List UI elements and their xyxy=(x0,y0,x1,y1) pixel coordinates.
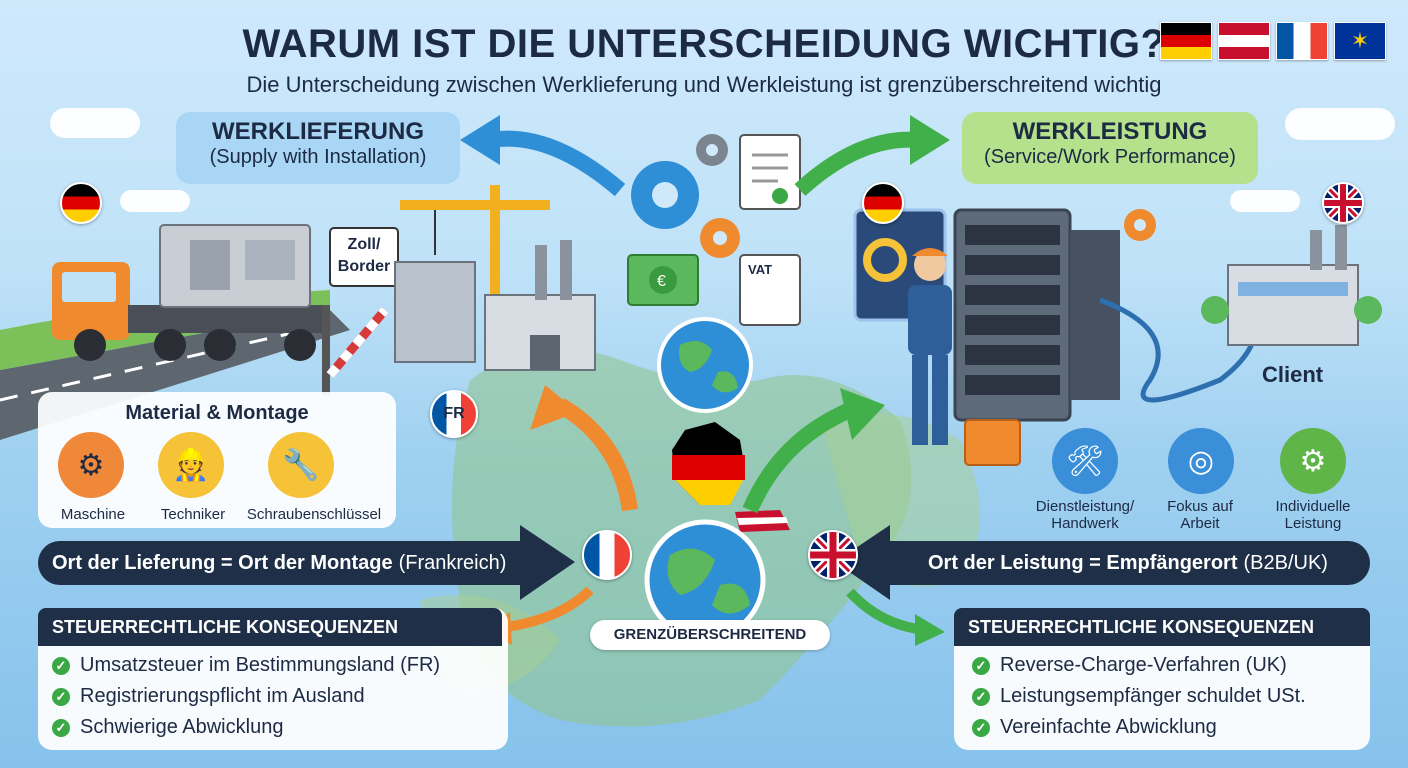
uk-circle-flag-icon xyxy=(1322,182,1364,224)
check-icon: ✓ xyxy=(52,656,70,675)
left-consequence-item: ✓ Umsatzsteuer im Bestimmungsland (FR) xyxy=(52,654,440,677)
fr-badge-label: FR xyxy=(443,405,465,422)
werklieferung-box: WERKLIEFERUNG (Supply with Installation) xyxy=(176,112,460,184)
ort-der-leistung-bar: Ort der Leistung = Empfängerort (B2B/UK) xyxy=(890,541,1370,585)
left-consequences-title: STEUERRECHTLICHE KONSEQUENZEN xyxy=(38,608,502,646)
right-consequence-item: ✓ Vereinfachte Abwicklung xyxy=(972,716,1217,739)
check-icon: ✓ xyxy=(52,687,70,706)
check-icon: ✓ xyxy=(972,718,990,737)
icon-label-maschine: Maschine xyxy=(60,506,126,523)
icon-label-individuelle: Individuelle Leistung xyxy=(1275,498,1351,532)
target-icon: ◎ xyxy=(1168,428,1234,494)
check-icon: ✓ xyxy=(972,656,990,675)
icon-label-schraubenschluessel: Schraubenschlüssel xyxy=(246,506,382,523)
icon-label-techniker: Techniker xyxy=(160,506,226,523)
border-sign: Zoll/ Border xyxy=(337,236,391,275)
consequence-text: Schwierige Abwicklung xyxy=(80,716,284,738)
check-icon: ✓ xyxy=(52,718,70,737)
werkleistung-subtitle: (Service/Work Performance) xyxy=(984,146,1236,168)
page-title: WARUM IST DIE UNTERSCHEIDUNG WICHTIG? xyxy=(242,22,1166,66)
icon-label-dienstleistung: Dienstleistung/ Handwerk xyxy=(1035,498,1135,532)
ort-der-lieferung-bar: Ort der Lieferung = Ort der Montage (Fra… xyxy=(38,541,520,585)
left-consequence-item: ✓ Schwierige Abwicklung xyxy=(52,716,283,739)
client-label: Client xyxy=(1262,362,1324,387)
germany-circle-flag-icon xyxy=(60,182,102,224)
tools-icon: 🛠 xyxy=(1052,428,1118,494)
right-consequence-item: ✓ Reverse-Charge-Verfahren (UK) xyxy=(972,654,1287,677)
svg-text:€: € xyxy=(657,273,666,290)
werklieferung-subtitle: (Supply with Installation) xyxy=(209,146,427,168)
left-consequence-item: ✓ Registrierungspflicht im Ausland xyxy=(52,685,365,708)
ort-lieferung-label: Ort der Lieferung = Ort der Montage xyxy=(52,551,393,574)
ort-leistung-label: Ort der Leistung = Empfängerort xyxy=(928,551,1238,574)
germany-circle-flag-icon xyxy=(862,182,904,224)
consequence-text: Registrierungspflicht im Ausland xyxy=(80,685,365,707)
page-subtitle: Die Unterscheidung zwischen Werklieferun… xyxy=(246,72,1162,97)
germany-flag-icon xyxy=(1160,22,1212,60)
technician-icon: 👷 xyxy=(158,432,224,498)
cloud xyxy=(1230,190,1300,212)
grenzueberschreitend-label: GRENZÜBERSCHREITEND xyxy=(590,620,830,650)
cloud xyxy=(120,190,190,212)
icon-label-fokus: Fokus auf Arbeit xyxy=(1167,498,1233,532)
sewing-machine-icon: ⚙ xyxy=(58,432,124,498)
vat-label: VAT xyxy=(748,262,773,277)
austria-flag-icon xyxy=(1218,22,1270,60)
werklieferung-title: WERKLIEFERUNG xyxy=(212,118,424,145)
right-consequences-title: STEUERRECHTLICHE KONSEQUENZEN xyxy=(954,608,1370,646)
fr-badge-icon: FR xyxy=(430,390,478,438)
werkleistung-title: WERKLEISTUNG xyxy=(1012,118,1208,145)
ort-leistung-note: (B2B/UK) xyxy=(1243,551,1328,574)
uk-circle-flag-icon xyxy=(808,530,858,580)
gear-pencil-icon: ⚙ xyxy=(1280,428,1346,494)
right-consequence-item: ✓ Leistungsempfänger schuldet USt. xyxy=(972,685,1306,708)
wrench-icon: 🔧 xyxy=(268,432,334,498)
consequence-text: Leistungsempfänger schuldet USt. xyxy=(1000,685,1306,707)
werkleistung-box: WERKLEISTUNG (Service/Work Performance) xyxy=(962,112,1258,184)
consequence-text: Umsatzsteuer im Bestimmungsland (FR) xyxy=(80,654,441,676)
france-flag-icon xyxy=(1276,22,1328,60)
consequence-text: Reverse-Charge-Verfahren (UK) xyxy=(1000,654,1287,676)
check-icon: ✓ xyxy=(972,687,990,706)
consequence-text: Vereinfachte Abwicklung xyxy=(1000,716,1217,738)
cloud xyxy=(50,108,140,138)
cloud xyxy=(1285,108,1395,140)
ort-lieferung-note: (Frankreich) xyxy=(398,551,507,574)
france-circle-flag-icon xyxy=(582,530,632,580)
panel-title: Material & Montage xyxy=(125,402,309,424)
eu-flag-icon: ✶ xyxy=(1334,22,1386,60)
